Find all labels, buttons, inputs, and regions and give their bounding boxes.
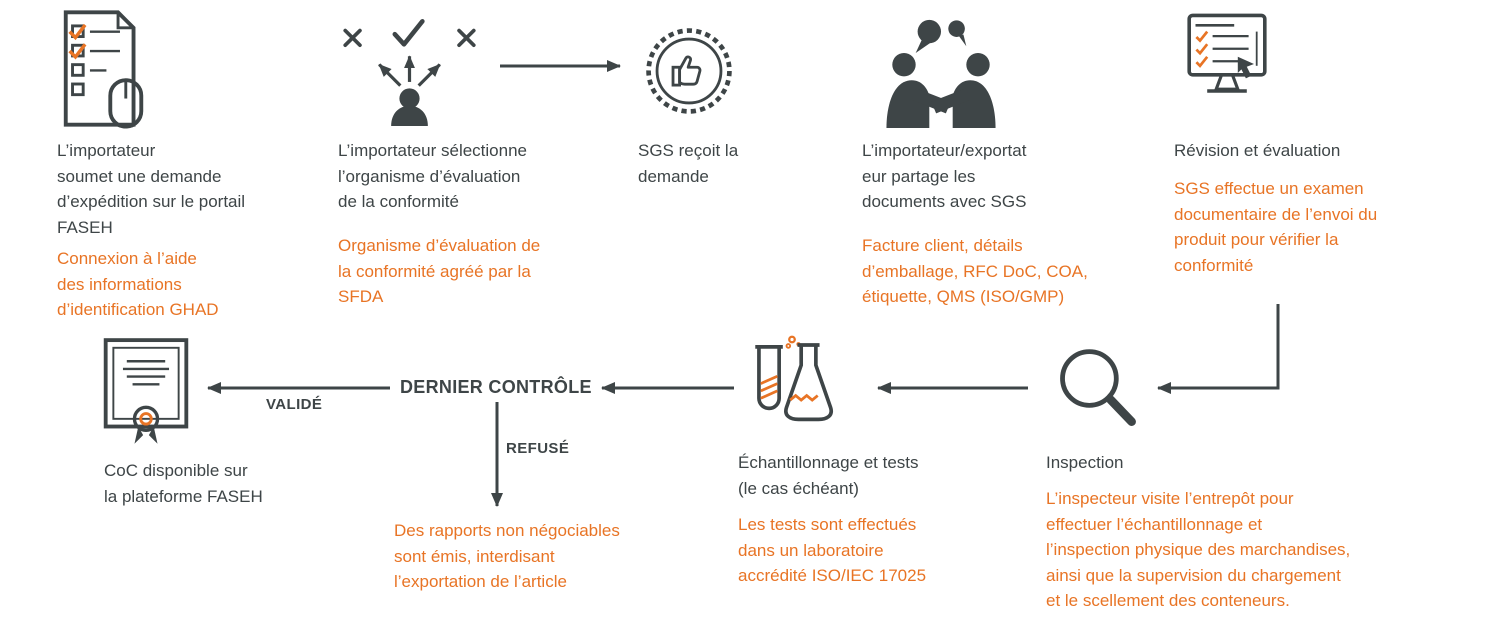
step-share-note: Facture client, détails d’emballage, RFC… <box>862 236 1088 306</box>
rejected-note: Des rapports non négociables sont émis, … <box>394 521 620 591</box>
certificate-seal-icon <box>98 334 194 448</box>
step-coc-title: CoC disponible sur la plateforme FASEH <box>104 461 263 506</box>
rejected-label: REFUSÉ <box>506 440 570 457</box>
magnifier-icon <box>1051 340 1147 440</box>
step-sampling-note: Les tests sont effectués dans un laborat… <box>738 515 927 585</box>
arrow-sampling-to-finalcheck <box>601 382 734 394</box>
form-checklist-mouse-icon <box>58 8 150 130</box>
step-receive-title: SGS reçoit la demande <box>638 141 739 186</box>
handshake-speech-bubbles-icon <box>872 16 1010 128</box>
step-select-note: Organisme d’évaluation de la conformité … <box>338 236 541 306</box>
arrow-review-to-inspection <box>1157 304 1280 394</box>
step-review-title: Révision et évaluation <box>1174 141 1341 160</box>
step-submit-note: Connexion à l’aide des informations d’id… <box>57 249 219 319</box>
approved-label: VALIDÉ <box>266 396 323 413</box>
step-share-title: L’importateur/exportat eur partage les d… <box>862 141 1027 211</box>
step-inspection-title: Inspection <box>1046 453 1124 472</box>
test-tube-flask-icon <box>746 334 838 435</box>
step-select-title: L’importateur sélectionne l’organisme d’… <box>338 141 528 211</box>
arrow-inspection-to-sampling <box>877 382 1028 394</box>
person-choice-arrows-icon <box>332 14 487 126</box>
step-review-note: SGS effectue un examen documentaire de l… <box>1174 179 1378 275</box>
final-check-label: DERNIER CONTRÔLE <box>400 377 592 397</box>
thumbs-up-badge-icon <box>642 24 736 118</box>
arrow-finalcheck-to-rejected <box>491 402 503 507</box>
step-sampling-title: Échantillonnage et tests (le cas échéant… <box>738 453 919 498</box>
arrow-finalcheck-to-coc <box>207 382 390 394</box>
arrow-select-to-receive <box>500 60 621 72</box>
screen-checklist-cursor-icon <box>1182 10 1272 118</box>
step-submit-title: L’importateur soumet une demande d’expéd… <box>57 141 246 237</box>
step-inspection-note: L’inspecteur visite l’entrepôt pour effe… <box>1046 489 1351 610</box>
